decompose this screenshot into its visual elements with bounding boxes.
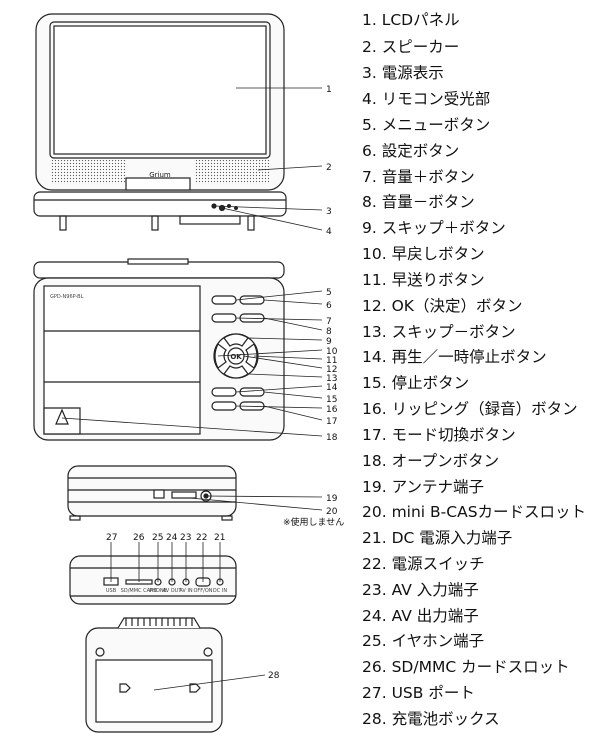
volume-up-button[interactable] [211,313,237,323]
callout-6: 6 [326,301,332,311]
callout-23: 23 [180,533,191,543]
callout-1: 1 [326,85,332,95]
front-view: Grium [33,13,287,231]
part-item-4: 4. リモコン受光部 [362,90,491,108]
fast-forward-button[interactable] [245,343,258,369]
part-item-6: 6. 設定ボタン [362,142,460,160]
open-button[interactable] [55,408,69,425]
part-item-19: 19. アンテナ端子 [362,478,484,496]
play-pause-button[interactable] [211,387,237,397]
device-base [33,191,287,217]
device-side-body-2 [69,555,237,605]
callout-28: 28 [268,671,280,681]
part-item-5: 5. メニューボタン [362,116,491,134]
callout-22: 22 [196,533,207,543]
callout-2: 2 [326,163,332,173]
callout-9: 9 [326,337,332,347]
callout-10: 10 [326,347,338,357]
callout-16: 16 [326,405,338,415]
part-item-21: 21. DC 電源入力端子 [362,529,513,547]
part-item-3: 3. 電源表示 [362,64,444,82]
device-side-body [67,465,237,517]
callout-27: 27 [106,533,117,543]
callout-11: 11 [326,356,337,366]
svg-text:AV IN: AV IN [179,588,193,594]
callout-12: 12 [326,365,337,375]
part-item-20: 20. mini B-CASカードスロット [362,503,587,521]
stop-button[interactable] [239,387,265,397]
callout-24: 24 [166,533,178,543]
callout-numbers: 1 2 3 4 5 6 7 8 9 10 11 12 13 14 15 16 1… [106,85,338,681]
part-item-7: 7. 音量＋ボタン [362,168,475,186]
side-view-left: USB SD/MMC CARD PHONE AV OUT AV IN OFF/O… [69,555,237,605]
part-item-11: 11. 早送りボタン [362,271,485,289]
svg-text:SD/MMC CARD: SD/MMC CARD [121,588,158,594]
menu-button[interactable] [211,295,237,305]
part-item-12: 12. OK（決定）ボタン [362,297,523,315]
bottom-view [85,617,223,733]
svg-text:DC IN: DC IN [213,588,227,594]
callout-7: 7 [326,317,332,327]
top-view: GPD-N96P-BL OK [33,258,285,441]
svg-text:OFF/ON: OFF/ON [193,588,212,594]
part-item-1: 1. LCDパネル [362,11,460,29]
callout-15: 15 [326,395,337,405]
part-item-17: 17. モード切換ボタン [362,426,516,444]
part-item-10: 10. 早戻しボタン [362,245,485,263]
svg-text:USB: USB [106,588,117,594]
unused-note: ※使用しません [283,516,344,528]
callout-18: 18 [326,433,338,443]
mini-bcas-slot[interactable] [171,491,197,499]
part-item-18: 18. オープンボタン [362,452,500,470]
battery-box[interactable] [95,659,213,723]
part-item-14: 14. 再生／一時停止ボタン [362,348,547,366]
callout-19: 19 [326,494,338,504]
callout-3: 3 [326,207,332,217]
part-item-15: 15. 停止ボタン [362,374,470,392]
callout-13: 13 [326,374,337,384]
callout-8: 8 [326,327,332,337]
skip-plus-button[interactable] [223,333,249,347]
parts-list: 1. LCDパネル 2. スピーカー 3. 電源表示 4. リモコン受光部 5.… [362,0,600,740]
callout-20: 20 [326,507,338,517]
part-item-8: 8. 音量－ボタン [362,193,475,211]
model-label: GPD-N96P-BL [50,294,84,300]
svg-text:OK: OK [230,353,242,361]
callout-21: 21 [214,533,225,543]
part-item-16: 16. リッピング（録音）ボタン [362,400,578,418]
speaker-left [50,160,126,184]
callout-5: 5 [326,288,332,298]
callout-26: 26 [133,533,145,543]
part-item-2: 2. スピーカー [362,38,460,56]
svg-text:PHONE: PHONE [149,588,167,594]
callout-14: 14 [326,383,338,393]
part-item-27: 27. USB ポート [362,684,475,702]
part-item-28: 28. 充電池ボックス [362,710,500,728]
callout-17: 17 [326,417,337,427]
ripping-button[interactable] [211,401,237,411]
part-item-25: 25. イヤホン端子 [362,632,485,650]
part-item-23: 23. AV 入力端子 [362,581,479,599]
brand-logo: Grium [149,171,171,179]
speaker-right [194,160,270,184]
part-item-22: 22. 電源スイッチ [362,555,485,573]
device-diagram: Grium GPD-N96P-BL [33,13,344,733]
part-item-13: 13. スキップ－ボタン [362,323,516,341]
lcd-panel [53,25,267,155]
skip-minus-button[interactable] [223,365,249,379]
part-item-26: 26. SD/MMC カードスロット [362,658,570,676]
callout-4: 4 [326,227,332,237]
svg-text:AV OUT: AV OUT [163,588,183,594]
leader-lines [61,87,323,691]
side-view-right [67,465,237,521]
callout-25: 25 [152,533,163,543]
part-item-9: 9. スキップ＋ボタン [362,219,506,237]
part-item-24: 24. AV 出力端子 [362,607,479,625]
